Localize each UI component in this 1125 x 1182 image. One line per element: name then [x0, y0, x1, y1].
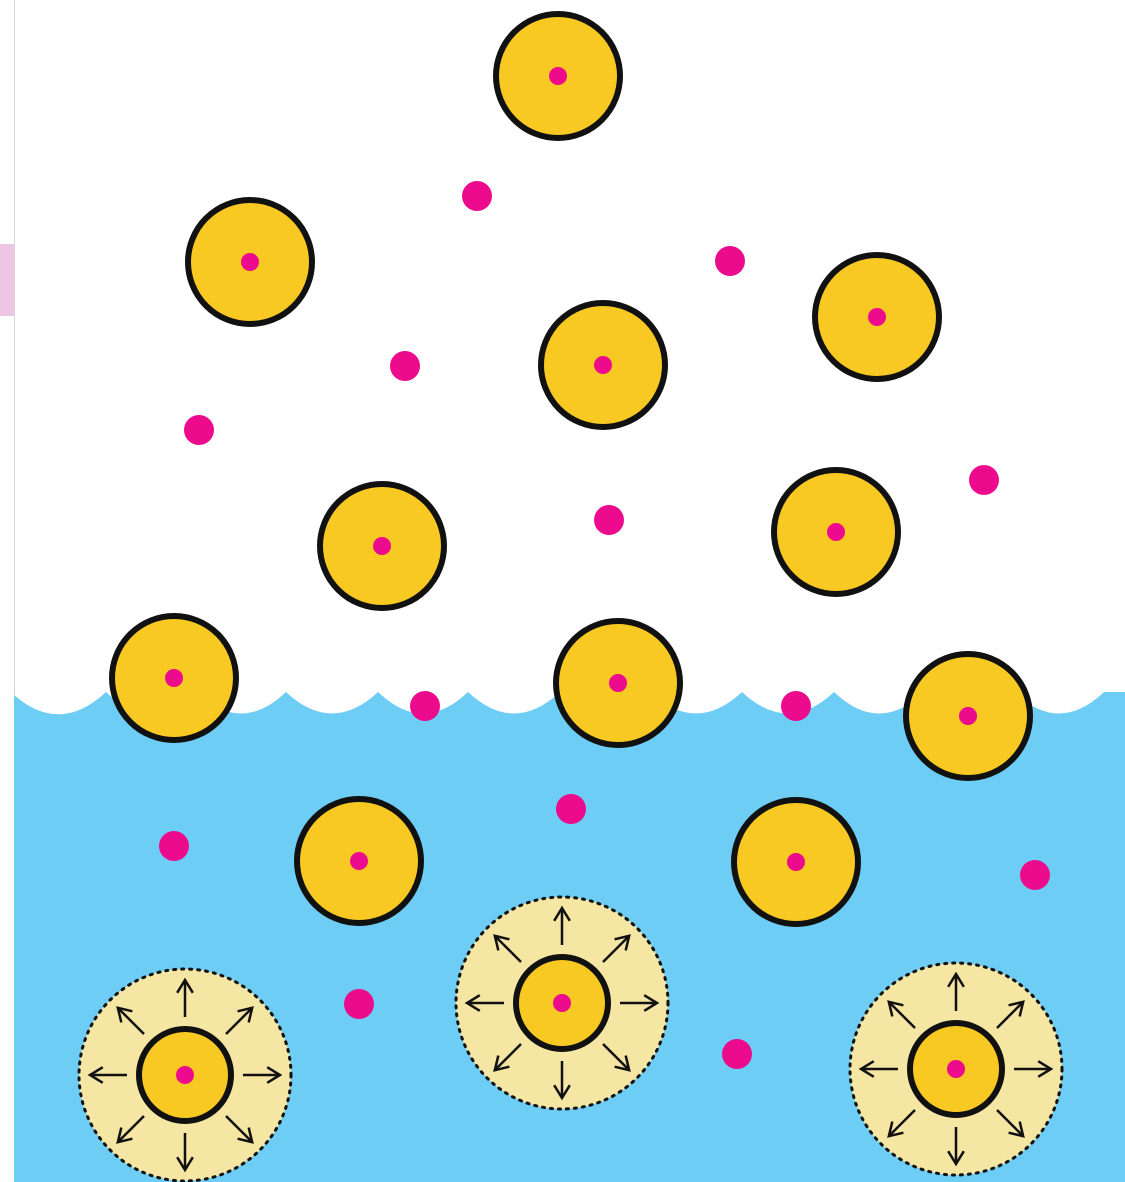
free-ion [390, 351, 420, 381]
particle-core [350, 852, 368, 870]
free-ion [159, 831, 189, 861]
particle-core [594, 356, 612, 374]
particle-core [549, 67, 567, 85]
particle-core [787, 853, 805, 871]
free-ion [1020, 860, 1050, 890]
free-ion [462, 181, 492, 211]
free-ion [594, 505, 624, 535]
free-ion [781, 691, 811, 721]
particle-core [609, 674, 627, 692]
free-ion [715, 246, 745, 276]
free-ion [410, 691, 440, 721]
particle-core [373, 537, 391, 555]
particle-core [165, 669, 183, 687]
free-ion [184, 415, 214, 445]
particle-core [868, 308, 886, 326]
free-ion [969, 465, 999, 495]
particle-core [827, 523, 845, 541]
particle-core [553, 994, 571, 1012]
particle-core [947, 1060, 965, 1078]
free-ion [556, 794, 586, 824]
free-ion [722, 1039, 752, 1069]
particle-core [241, 253, 259, 271]
particle-core [176, 1066, 194, 1084]
particle-core [959, 707, 977, 725]
free-ion [344, 989, 374, 1019]
